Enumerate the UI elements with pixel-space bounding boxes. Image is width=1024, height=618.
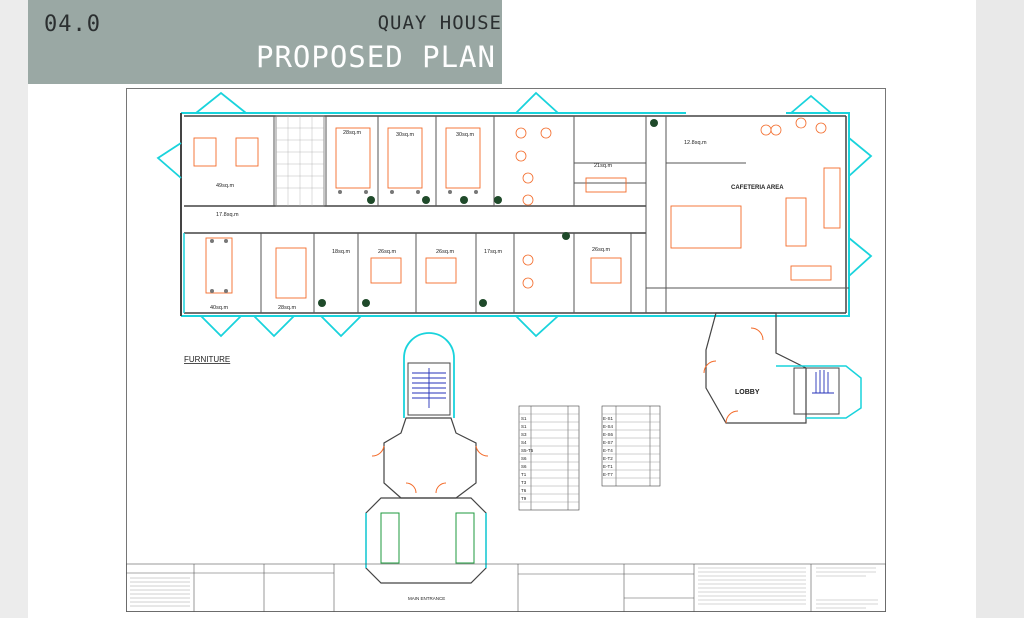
project-name: QUAY HOUSE [377, 12, 502, 34]
viewer-gutter [976, 0, 1024, 618]
room-label: CAFETERIA AREA [731, 185, 784, 191]
legend-code: T9 [521, 496, 527, 501]
room-label: 40sq.m [210, 305, 228, 311]
legend-code: E-T7 [603, 472, 613, 477]
room-label: 18sq.m [332, 249, 350, 255]
legend-code: S1 [521, 424, 527, 429]
desk-clusters [193, 127, 841, 299]
furniture-legend-table-2: E-S1 E-S4 E-S6 E-S7 E-T4 E-T2 E-T1 E-T7 [601, 405, 661, 487]
meeting-tables [515, 117, 827, 289]
title-block-notes [698, 567, 878, 609]
room-label: 17sq.m [484, 249, 502, 255]
legend-code: E-T1 [603, 464, 613, 469]
room-label: 26sq.m [592, 247, 610, 253]
legend-code: E-T4 [603, 448, 613, 453]
entrance-label: MAIN ENTRANCE [408, 596, 445, 601]
legend-code: S3 [521, 432, 527, 437]
plants [318, 119, 658, 307]
room-labels: 49sq.m 28sq.m 30sq.m 30sq.m 12.8sq.m 21s… [210, 130, 784, 311]
title-block-hatch [130, 577, 190, 607]
shaft-hatch [276, 116, 324, 206]
title-block [126, 563, 886, 612]
header-band [28, 0, 502, 84]
legend-code: S5-T5 [521, 448, 534, 453]
lobby-annex [703, 312, 862, 424]
room-label: 17.8sq.m [216, 212, 239, 218]
legend-code: E-S6 [603, 432, 614, 437]
legend-code: S6 [521, 464, 527, 469]
legend-code: T6 [521, 488, 527, 493]
legend-code: E-S7 [603, 440, 614, 445]
legend-code: S1 [521, 416, 527, 421]
room-label: 26sq.m [378, 249, 396, 255]
floor-plan-drawing: 49sq.m 28sq.m 30sq.m 30sq.m 12.8sq.m 21s… [126, 88, 886, 612]
sheet-border [126, 88, 886, 612]
furniture-heading: FURNITURE [184, 355, 230, 364]
entrance-tower [365, 332, 489, 584]
room-label: 30sq.m [396, 132, 414, 138]
legend-code: S6 [521, 456, 527, 461]
page-title: PROPOSED PLAN [256, 40, 496, 74]
bay-windows [156, 91, 873, 338]
room-label: 30sq.m [456, 132, 474, 138]
room-label: 28sq.m [343, 130, 361, 136]
furniture-legend-table-1: S1 S1 S3 S4 S5-T5 S6 S6 T1 T3 T6 T9 [518, 405, 580, 511]
legend-code: T1 [521, 472, 527, 477]
legend-code: S4 [521, 440, 527, 445]
legend-code: E-S4 [603, 424, 614, 429]
chairs [210, 190, 478, 293]
legend-code: E-S1 [603, 416, 614, 421]
legend-code: T3 [521, 480, 527, 485]
legend-code: E-T2 [603, 456, 613, 461]
room-label: 28sq.m [278, 305, 296, 311]
room-label: 12.8sq.m [684, 140, 707, 146]
room-label: 26sq.m [436, 249, 454, 255]
section-number: 04.0 [44, 12, 101, 37]
partition-walls [260, 116, 849, 313]
room-label: 21sq.m [594, 163, 612, 169]
room-label: 49sq.m [216, 183, 234, 189]
room-label: LOBBY [735, 389, 760, 396]
